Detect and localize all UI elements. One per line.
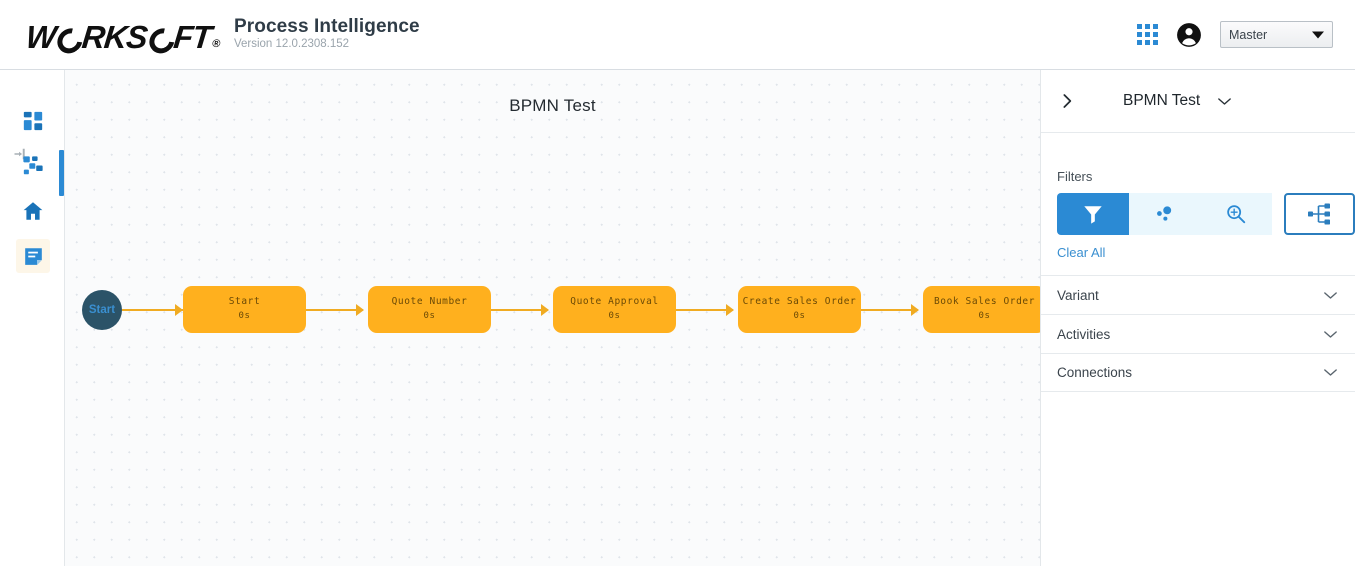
node-duration: 0s xyxy=(238,310,251,321)
process-canvas[interactable]: BPMN Test Start Start 0s Quote Num xyxy=(65,70,1040,566)
filters-label: Filters xyxy=(1057,169,1093,184)
node-start-label: Start xyxy=(88,304,116,316)
panel-expand-button[interactable] xyxy=(1053,87,1081,115)
chevron-down-icon xyxy=(1322,287,1339,304)
app-version: Version 12.0.2308.152 xyxy=(233,38,350,51)
panel-title: BPMN Test xyxy=(1123,92,1201,109)
accordion-connections[interactable]: Connections xyxy=(1041,353,1355,392)
flow-edge xyxy=(676,309,733,311)
clear-all-link[interactable]: Clear All xyxy=(1057,245,1106,260)
filter-button-hierarchy[interactable] xyxy=(1283,193,1355,235)
panel-header: BPMN Test xyxy=(1041,70,1355,133)
app-title: Process Intelligence xyxy=(233,15,420,37)
node-duration: 0s xyxy=(608,310,621,321)
node-label: Start xyxy=(228,296,261,308)
header-actions: Master xyxy=(1137,21,1333,48)
account-circle-icon[interactable] xyxy=(1176,22,1202,48)
grid-apps-icon[interactable] xyxy=(1137,24,1158,45)
node-start-event[interactable]: Start xyxy=(82,290,122,330)
node-label: Create Sales Order xyxy=(742,296,857,308)
flow-arrow xyxy=(726,304,734,316)
sidebar-item-notes[interactable] xyxy=(16,239,50,273)
canvas-title: BPMN Test xyxy=(509,96,596,115)
chevron-down-icon xyxy=(1322,364,1339,381)
sidebar-item-home[interactable] xyxy=(16,194,50,228)
home-icon xyxy=(23,202,43,220)
flow-arrow xyxy=(911,304,919,316)
funnel-filter-icon xyxy=(1084,206,1102,224)
flow-arrow xyxy=(356,304,364,316)
flow-edge xyxy=(122,309,183,311)
sidebar-active-indicator xyxy=(59,150,64,196)
bpmn-flow: Start Start 0s Quote Number 0s Quote App… xyxy=(65,70,1040,566)
accordion-label: Variant xyxy=(1057,287,1099,303)
left-sidebar xyxy=(0,70,65,566)
right-panel: BPMN Test Filters xyxy=(1040,70,1355,566)
bubble-dots-icon xyxy=(1157,206,1172,221)
accordion-label: Connections xyxy=(1057,365,1133,380)
filter-accordion-list: Variant Activities Connections xyxy=(1041,275,1355,392)
node-label: Quote Number xyxy=(391,296,468,308)
filter-button-bubbles[interactable] xyxy=(1128,193,1200,235)
flow-edge xyxy=(861,309,918,311)
magnifier-zoom-in-icon xyxy=(1226,205,1245,224)
accordion-label: Activities xyxy=(1057,326,1111,342)
workspace-select[interactable]: Master xyxy=(1220,21,1333,48)
node-label: Quote Approval xyxy=(570,296,659,308)
document-note-icon xyxy=(24,247,42,265)
filter-button-zoom[interactable] xyxy=(1200,193,1272,235)
panel-title-dropdown[interactable] xyxy=(1216,93,1233,110)
flow-arrow xyxy=(175,304,183,316)
sidebar-item-dashboard[interactable] xyxy=(16,104,50,138)
caret-down-icon xyxy=(1312,31,1324,38)
node-activity[interactable]: Quote Number 0s xyxy=(368,286,491,333)
node-activity[interactable]: Start 0s xyxy=(183,286,306,333)
node-duration: 0s xyxy=(793,310,806,321)
chevron-down-icon xyxy=(1218,97,1232,105)
sidebar-item-process[interactable] xyxy=(16,149,50,183)
flow-edge xyxy=(491,309,548,311)
dashboard-grid-icon xyxy=(23,111,43,131)
node-duration: 0s xyxy=(978,310,991,321)
chevron-down-icon xyxy=(1322,326,1339,343)
node-label: Book Sales Order xyxy=(933,296,1036,308)
process-hierarchy-icon xyxy=(1308,203,1331,225)
accordion-variant[interactable]: Variant xyxy=(1041,275,1355,314)
node-activity[interactable]: Book Sales Order 0s xyxy=(923,286,1040,333)
chevron-right-icon xyxy=(1063,94,1072,108)
filter-button-group xyxy=(1057,193,1355,235)
registered-mark: ® xyxy=(211,38,220,51)
brand-titles: Process Intelligence Version 12.0.2308.1… xyxy=(234,16,420,54)
flow-edge xyxy=(306,309,363,311)
pin-collapse-icon[interactable] xyxy=(12,145,32,163)
filter-button-funnel[interactable] xyxy=(1057,193,1129,235)
accordion-activities[interactable]: Activities xyxy=(1041,314,1355,353)
workspace-value: Master xyxy=(1229,27,1268,42)
node-duration: 0s xyxy=(423,310,436,321)
flow-arrow xyxy=(541,304,549,316)
node-activity[interactable]: Create Sales Order 0s xyxy=(738,286,861,333)
node-activity[interactable]: Quote Approval 0s xyxy=(553,286,676,333)
process-hierarchy-icon xyxy=(23,156,43,175)
